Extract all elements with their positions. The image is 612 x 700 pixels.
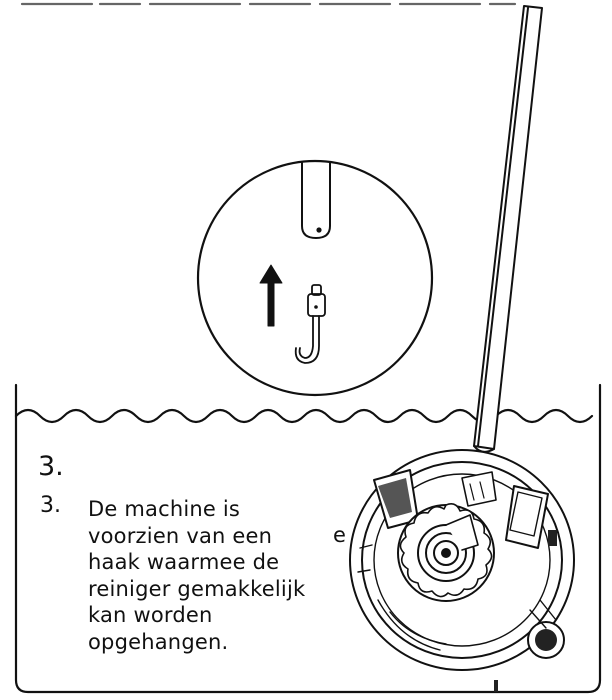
instruction-line: kan worden bbox=[88, 603, 213, 627]
instruction-text: De machine is voorzien van een haak waar… bbox=[88, 496, 388, 655]
impeller bbox=[397, 503, 495, 602]
pool-robot bbox=[349, 449, 575, 692]
hook-icon bbox=[294, 284, 326, 364]
pool-container bbox=[14, 383, 602, 694]
step-number-repeat: 3. bbox=[40, 493, 61, 518]
water-surface bbox=[14, 408, 594, 424]
instruction-line: De machine is bbox=[88, 497, 241, 521]
stray-letter: e bbox=[333, 523, 346, 547]
instruction-line: voorzien van een bbox=[88, 523, 273, 548]
instruction-line: haak waarmee de bbox=[88, 550, 280, 574]
magnifier-circle bbox=[196, 159, 434, 397]
pole-tip bbox=[301, 162, 331, 239]
instruction-line: reiniger gemakkelijk bbox=[88, 576, 306, 601]
cleaning-pole bbox=[472, 5, 543, 487]
instruction-line: opgehangen. bbox=[88, 629, 229, 654]
up-arrow-icon bbox=[259, 264, 283, 327]
step-number: 3. bbox=[38, 451, 64, 482]
